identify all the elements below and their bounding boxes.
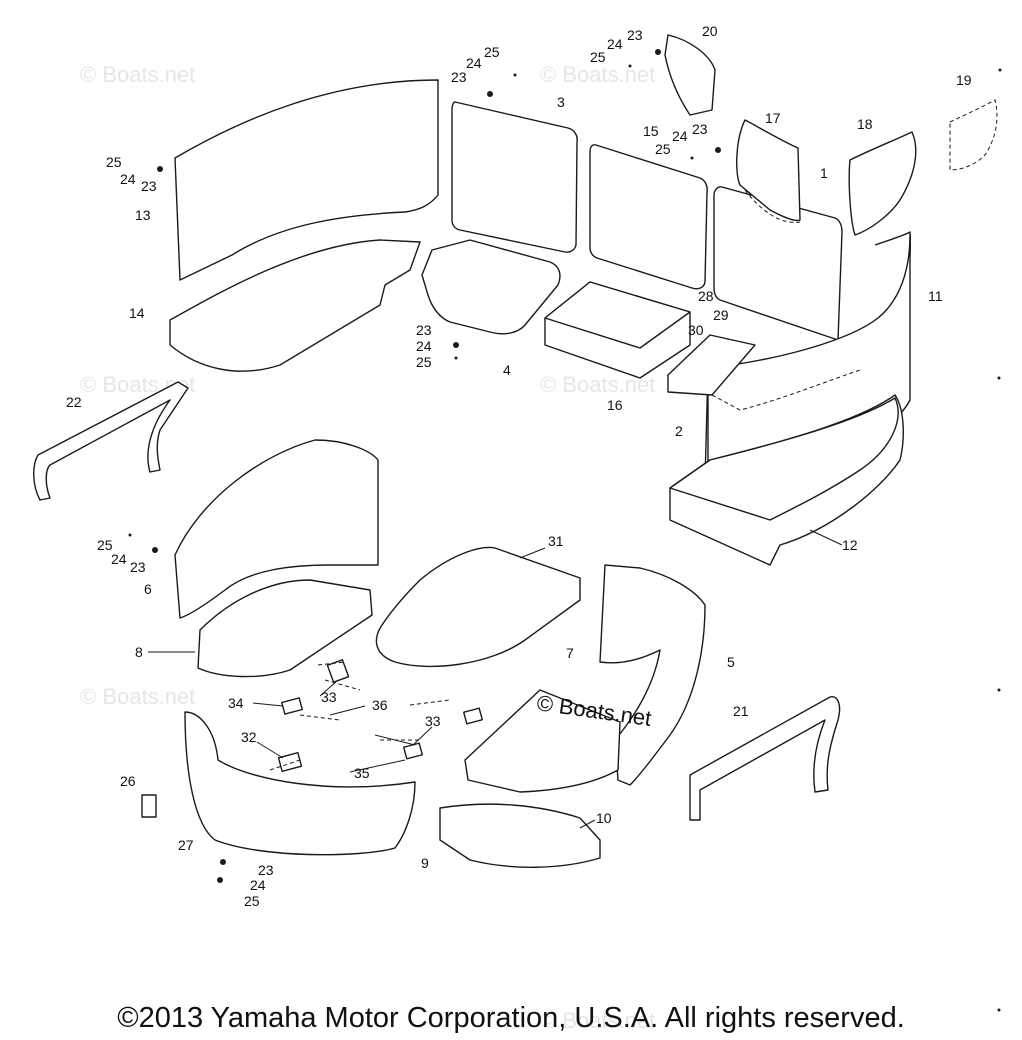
part-34-bracket bbox=[281, 697, 303, 715]
watermark: © Boats.net bbox=[540, 62, 655, 87]
callout-22: 22 bbox=[66, 394, 82, 410]
part-12-seat-cushion-top bbox=[669, 397, 899, 521]
part-22-trim bbox=[33, 381, 189, 501]
callout-2: 2 bbox=[675, 423, 683, 439]
callout-6: 6 bbox=[144, 581, 152, 597]
callout-24: 24 bbox=[250, 877, 266, 893]
callout-25: 25 bbox=[655, 141, 671, 157]
callout-27: 27 bbox=[178, 837, 194, 853]
callout-36: 36 bbox=[372, 697, 388, 713]
callout-23: 23 bbox=[141, 178, 157, 194]
callout-16: 16 bbox=[607, 397, 623, 413]
watermark: © Boats.net bbox=[80, 684, 195, 709]
callout-32: 32 bbox=[241, 729, 257, 745]
callout-8: 8 bbox=[135, 644, 143, 660]
part-33-bracket bbox=[403, 742, 423, 760]
part-back-panel-middle bbox=[589, 144, 708, 290]
callout-18: 18 bbox=[857, 116, 873, 132]
part-16-seat-top bbox=[544, 281, 691, 349]
callout-23: 23 bbox=[416, 322, 432, 338]
part-10-seat bbox=[439, 803, 601, 868]
part-17-hidden-edge bbox=[744, 189, 801, 223]
watermark: © Boats.net bbox=[540, 1008, 655, 1033]
callout-1: 1 bbox=[820, 165, 828, 181]
callout-5: 5 bbox=[727, 654, 735, 670]
part-27-lower-panel bbox=[184, 711, 416, 856]
part-14-seat-cushion bbox=[169, 239, 421, 372]
part-32-bracket bbox=[277, 751, 303, 773]
part-2-seat-hidden bbox=[711, 369, 861, 411]
callout-35: 35 bbox=[354, 765, 370, 781]
callout-17: 17 bbox=[765, 110, 781, 126]
callout-25: 25 bbox=[244, 893, 260, 909]
callout-15: 15 bbox=[643, 123, 659, 139]
callout-24: 24 bbox=[120, 171, 136, 187]
part-7-seat bbox=[464, 689, 621, 793]
part-13-backrest bbox=[174, 79, 439, 281]
callout-19: 19 bbox=[956, 72, 972, 88]
callout-28: 28 bbox=[698, 288, 714, 304]
callout-labels: 20 25 24 23 25 24 23 19 3 17 18 15 24 23… bbox=[66, 23, 972, 909]
part-30-seat-side bbox=[667, 334, 756, 396]
callout-13: 13 bbox=[135, 207, 151, 223]
screw-group bbox=[269, 661, 451, 771]
part-3-back-panel bbox=[451, 101, 578, 253]
callout-31: 31 bbox=[548, 533, 564, 549]
callout-25: 25 bbox=[97, 537, 113, 553]
part-33-bracket bbox=[463, 707, 483, 725]
callout-24: 24 bbox=[607, 36, 623, 52]
callout-23: 23 bbox=[258, 862, 274, 878]
callout-14: 14 bbox=[129, 305, 145, 321]
callout-30: 30 bbox=[688, 322, 704, 338]
part-4-seat bbox=[421, 239, 561, 335]
callout-23: 23 bbox=[627, 27, 643, 43]
callout-4: 4 bbox=[503, 362, 511, 378]
callout-25: 25 bbox=[106, 154, 122, 170]
callout-3: 3 bbox=[557, 94, 565, 110]
callout-11: 11 bbox=[928, 288, 943, 304]
part-6-backrest bbox=[174, 439, 379, 619]
part-8-seat-cushion bbox=[197, 579, 373, 678]
part-31-cushion bbox=[375, 546, 581, 667]
callout-29: 29 bbox=[713, 307, 729, 323]
callout-23: 23 bbox=[692, 121, 708, 137]
callout-20: 20 bbox=[702, 23, 718, 39]
part-26-bracket bbox=[141, 794, 157, 818]
leader-lines bbox=[148, 529, 843, 829]
callout-23: 23 bbox=[130, 559, 146, 575]
callout-34: 34 bbox=[228, 695, 244, 711]
part-1-back-panel bbox=[713, 186, 843, 341]
callout-25: 25 bbox=[484, 44, 500, 60]
part-5-backrest bbox=[599, 564, 706, 786]
callout-7: 7 bbox=[566, 645, 574, 661]
callout-26: 26 bbox=[120, 773, 136, 789]
part-18-headrest bbox=[848, 131, 917, 236]
callout-25: 25 bbox=[416, 354, 432, 370]
callout-24: 24 bbox=[672, 128, 688, 144]
part-21-trim bbox=[689, 696, 841, 821]
part-20-headrest bbox=[664, 34, 716, 116]
callout-9: 9 bbox=[421, 855, 429, 871]
watermark: © Boats.net bbox=[80, 62, 195, 87]
part-33-bracket bbox=[326, 659, 350, 683]
callout-12: 12 bbox=[842, 537, 858, 553]
callout-33: 33 bbox=[321, 689, 337, 705]
callout-25: 25 bbox=[590, 49, 606, 65]
callout-21: 21 bbox=[733, 703, 749, 719]
callout-33: 33 bbox=[425, 713, 441, 729]
callout-23: 23 bbox=[451, 69, 467, 85]
callout-24: 24 bbox=[111, 551, 127, 567]
callout-10: 10 bbox=[596, 810, 612, 826]
part-19-headrest bbox=[949, 99, 998, 171]
part-17-headrest bbox=[736, 119, 801, 222]
clip-group bbox=[128, 49, 1002, 1012]
callout-24: 24 bbox=[466, 55, 482, 71]
copyright-notice: ©2013 Yamaha Motor Corporation, U.S.A. A… bbox=[117, 1002, 905, 1034]
callout-24: 24 bbox=[416, 338, 432, 354]
